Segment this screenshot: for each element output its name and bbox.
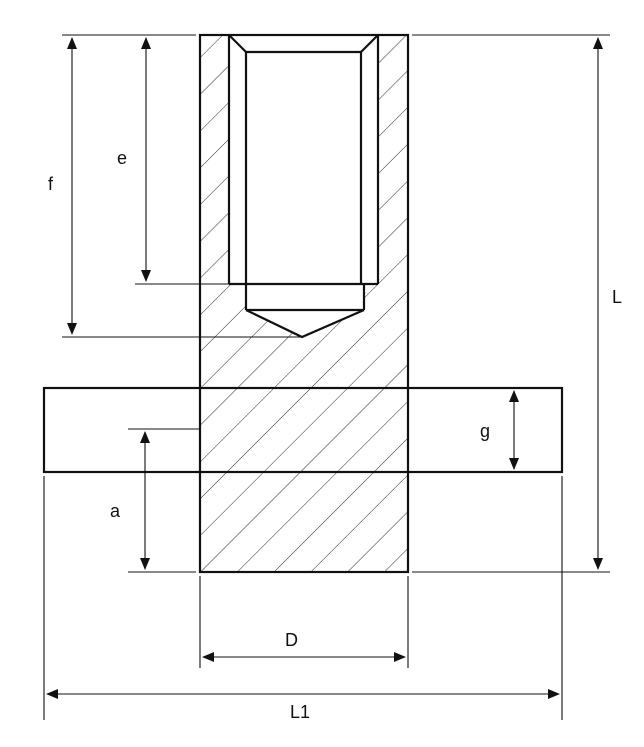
label-a: a [110,501,121,521]
label-f: f [48,174,54,194]
label-e: e [117,148,127,168]
body-outline [198,33,410,574]
label-D: D [285,630,298,650]
hatched-section [200,35,408,572]
threaded-bore [227,34,380,339]
extension-lines [43,34,610,720]
label-L1: L1 [290,702,310,722]
flange-outline [42,386,564,474]
label-g: g [480,421,490,441]
label-L: L [612,287,622,307]
